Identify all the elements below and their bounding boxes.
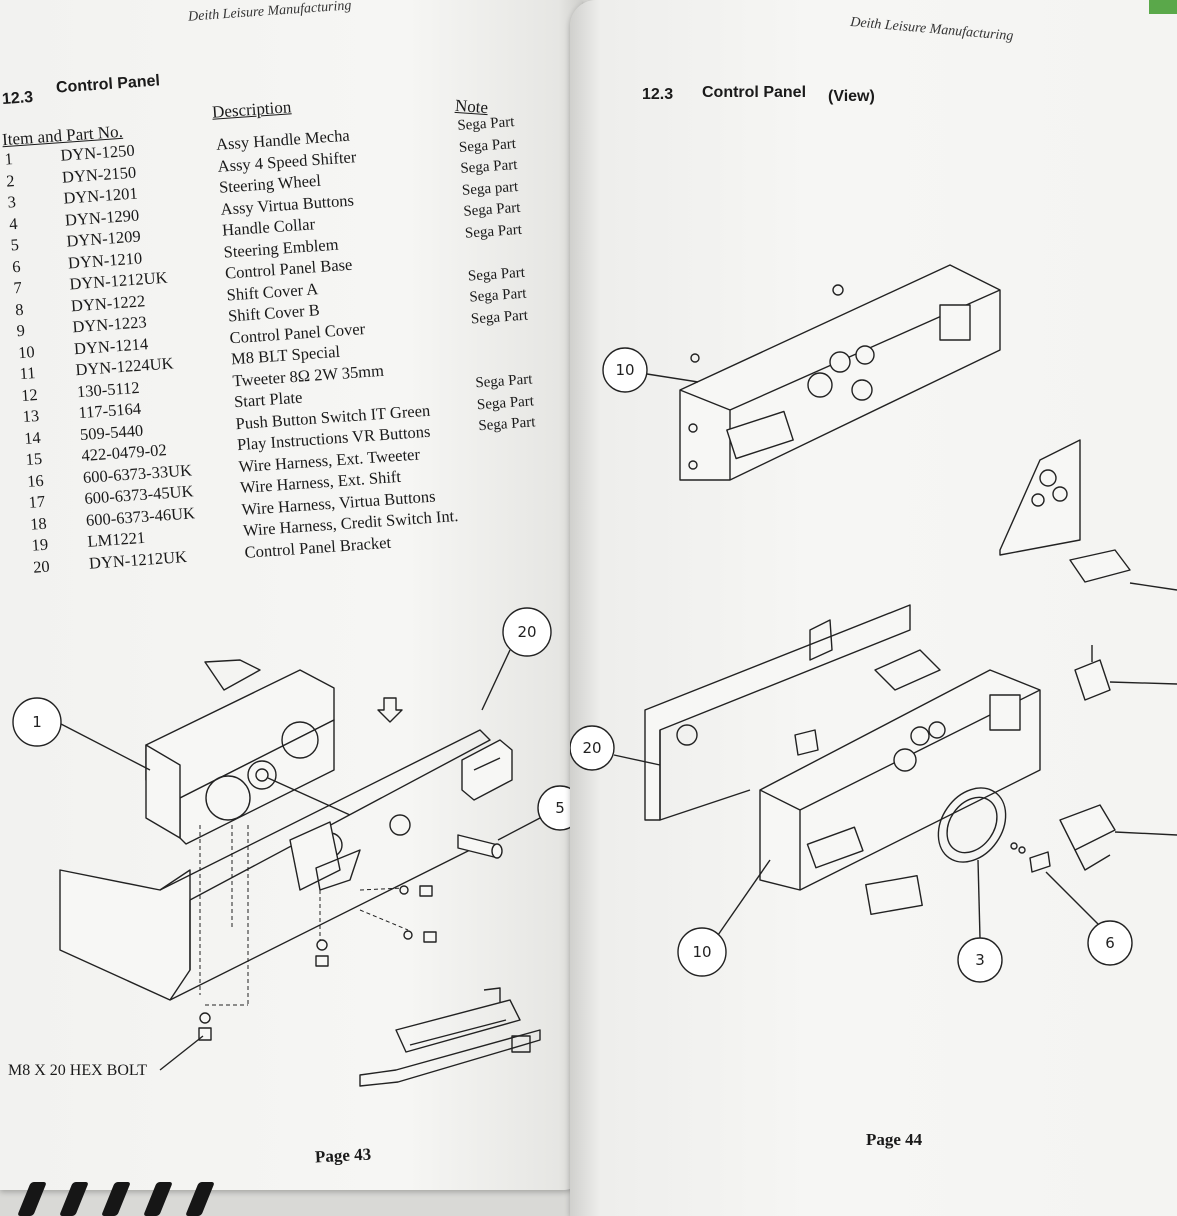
right-section-number: 12.3 [642,86,674,103]
part-note: Sega Part [468,285,527,306]
part-number: LM1221 [86,527,146,551]
item-number: 4 [8,213,19,234]
part-description: Start Plate [233,387,303,412]
item-number: 16 [26,470,45,491]
part-note: Sega Part [476,392,535,413]
left-section-number: 12.3 [1,88,34,109]
item-number: 11 [18,363,37,384]
item-number: 15 [24,448,43,469]
callout-item-10-top: 10 [615,361,634,379]
right-page-number: Page 44 [866,1130,923,1149]
part-note: Sega Part [470,307,529,328]
item-number: 2 [5,170,16,191]
item-number: 20 [32,556,51,577]
callout-item-6: 6 [1105,934,1115,952]
item-number: 7 [12,277,23,298]
parts-row: 13 117-5164 Start Plate Sega Part [18,371,533,428]
column-header-note: Note [454,95,489,118]
callout-item-20: 20 [517,623,536,641]
part-note: Sega Part [459,156,518,177]
item-number: 6 [11,256,22,276]
part-note: Sega Part [474,371,533,392]
callout-item-1: 1 [32,713,42,731]
item-number: 8 [14,299,25,319]
left-page-header: Deith Leisure Manufacturing [187,0,352,25]
callout-item-10-bottom: 10 [692,943,711,961]
item-number: 9 [15,320,26,341]
left-page: Deith Leisure Manufacturing 12.3 Control… [0,0,582,1190]
part-note: Sega Part [464,221,523,242]
right-page-header: Deith Leisure Manufacturing [849,14,1014,45]
item-number: 18 [29,513,48,534]
left-page-number: Page 43 [314,1144,372,1167]
item-number: 19 [30,534,49,555]
part-note: Sega part [461,178,519,199]
background-corner [1149,0,1177,14]
part-number: 130-5112 [76,377,141,401]
hex-bolt-label: M8 X 20 HEX BOLT [8,1062,147,1079]
callout-item-3: 3 [975,951,985,969]
part-note: Sega Part [456,114,515,135]
spiral-binding [0,1176,230,1216]
item-number: 13 [21,405,40,427]
right-section-title: Control Panel [702,84,807,101]
column-header-description: Description [211,97,292,122]
part-note: Sega Part [467,264,526,285]
item-number: 3 [6,192,17,212]
item-number: 10 [17,341,36,362]
item-number: 1 [3,149,14,169]
part-note: Sega Part [458,135,517,156]
item-number: 17 [27,491,46,512]
callout-item-5: 5 [555,799,565,817]
item-number: 14 [23,427,42,448]
item-number: 5 [9,234,20,255]
item-number: 12 [20,384,39,405]
control-panel-view-diagram: 10 20 10 3 6 [570,264,1177,983]
right-section-suffix: (View) [828,88,875,105]
right-page: Deith Leisure Manufacturing 12.3 Control… [570,0,1177,1216]
part-note: Sega Part [477,414,536,435]
callout-item-20: 20 [582,739,601,757]
left-section-title: Control Panel [55,72,161,97]
part-number: 509-5440 [79,420,144,444]
part-note: Sega Part [462,199,521,220]
control-panel-exploded-diagram: 1 20 5 [12,607,582,1087]
part-number: 117-5164 [77,398,142,423]
